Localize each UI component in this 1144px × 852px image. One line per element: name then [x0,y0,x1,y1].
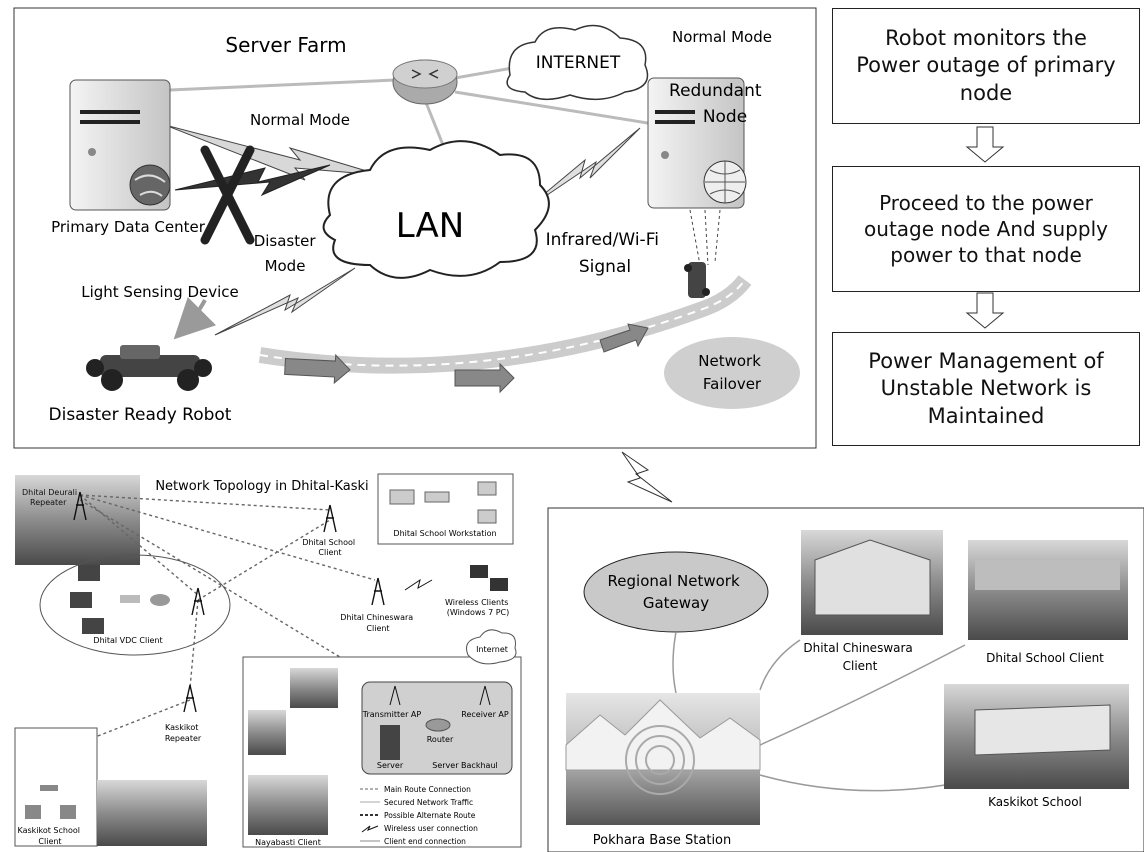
workstation-icons [389,481,497,524]
wireless-clients-label: Wireless Clients (Windows 7 PC) [445,598,511,617]
flow-arrows [965,126,1005,329]
link-router-redundant [454,90,661,127]
disaster-ready-robot-icon [86,345,212,391]
deurali-photo [15,475,140,565]
topology-title: Network Topology in Dhital-Kaski [155,479,368,494]
regional-gateway-ellipse [583,551,769,633]
transmitter-ap-label: Transmitter AP [362,710,422,719]
primary-server-icon [69,79,171,211]
infrared-line-2: Signal [579,257,631,277]
connector-lightning-icon [621,451,673,503]
dhital-school-building [975,560,1120,590]
track-arrows [284,323,649,394]
topology-panel: Network Topology in Dhital-Kaski Dhital … [14,473,522,848]
server-farm-title: Server Farm [225,33,346,57]
redundant-node-line-2: Node [703,107,747,127]
legend-main-route: Main Route Connection [384,785,471,794]
wireless-zigzag-icon [404,578,433,591]
primary-data-center-label: Primary Data Center [51,218,206,236]
chineswara-client-label: Dhital Chineswara Client [803,641,916,673]
disaster-mode-line-1: Disaster [254,232,317,250]
vdc-computer-icons [70,565,170,634]
normal-mode-top-label: Normal Mode [672,28,772,46]
legend-wireless-connection: Wireless user connection [384,824,478,833]
pokhara-base-station-label: Pokhara Base Station [593,833,732,848]
infrared-beam [689,209,721,266]
mobile-robot-icon [684,262,710,298]
redundant-node-line-1: Redundant [669,81,762,101]
flow-step-1: Robot monitors the Power outage of prima… [832,8,1140,124]
kaskikot-building [974,704,1111,756]
regional-links [672,631,966,792]
topology-legend: Main Route Connection Secured Network Tr… [360,785,478,846]
server-farm-panel: Server Farm Normal Mode Primary Data Cen… [13,7,817,449]
disaster-mode-line-2: Mode [265,257,306,275]
light-sensing-device-label: Light Sensing Device [81,283,239,301]
server-backhaul-label: Server Backhaul [432,761,497,770]
legend-client-end: Client end connection [384,837,466,846]
kaskikot-school-label: Kaskikot School [988,795,1082,809]
kaskikot-client-icons [25,785,76,819]
kaskikot-school-client-label: Kaskikot School Client [17,826,82,846]
router-icon [392,59,458,105]
internet-label: INTERNET [536,53,621,73]
lan-label: LAN [396,206,464,246]
router-label: Router [427,735,454,744]
server-label: Server [377,761,404,770]
vdc-client-ellipse [39,554,231,656]
light-sensing-arrow [173,296,217,340]
redundant-server-icon [647,77,747,209]
redundant-node-label: Redundant Node [669,81,767,127]
internet-cloud [506,24,649,101]
legend-secured-traffic: Secured Network Traffic [384,798,473,807]
pokhara-mountains [565,699,761,771]
dhital-school-client-label: Dhital School Client [986,651,1104,665]
vdc-client-label: Dhital VDC Client [93,636,162,645]
network-failover-ellipse [664,337,800,409]
topology-internet-label: Internet [476,645,508,654]
flow-step-3: Power Management of Unstable Network is … [832,332,1140,446]
legend-alternate-route: Possible Alternate Route [384,811,476,820]
chineswara-client-label: Dhital Chineswara Client [340,613,415,633]
regional-gateway-label: Regional Network Gateway [608,572,745,612]
backhaul-icons [380,685,491,760]
link-primary-router [169,78,396,92]
disaster-ready-robot-label: Disaster Ready Robot [49,405,232,425]
disaster-mode-label: Disaster Mode [254,232,321,275]
nayabasti-photo-3 [248,775,328,835]
topology-internet-cloud [466,629,517,665]
pokhara-signal-rings [625,725,695,795]
kaskikot-repeater-label: Kaskikot Repeater [165,723,202,743]
robot-lightning-icon [214,267,356,336]
regional-panel: Regional Network Gateway Dhital Chineswa… [547,507,1144,852]
normal-mode-link-label: Normal Mode [250,111,350,129]
school-workstation-label: Dhital School Workstation [393,529,496,538]
infrared-signal-label: Infrared/Wi-Fi Signal [546,230,665,277]
nayabasti-photo-1 [290,668,338,708]
receiver-ap-label: Receiver AP [461,710,509,719]
failure-x-icon [200,145,255,245]
nayabasti-photo-2 [248,710,286,755]
disaster-mode-lightning-icon [174,164,331,197]
chineswara-building [814,539,931,616]
deurali-repeater-label: Dhital Deurali Repeater [22,488,80,507]
lan-cloud [322,140,550,279]
nayabasti-client-label: Nayabasti Client [255,838,321,847]
kaskikot-photo-small [97,780,207,846]
wireless-laptop-icons [470,565,508,591]
network-failover-label: Network Failover [698,352,765,393]
flow-step-2: Proceed to the power outage node And sup… [832,166,1140,292]
redundant-lightning-icon [524,127,641,211]
infrared-line-1: Infrared/Wi-Fi [546,230,659,250]
dhital-school-client-label: Dhital School Client [302,538,357,557]
